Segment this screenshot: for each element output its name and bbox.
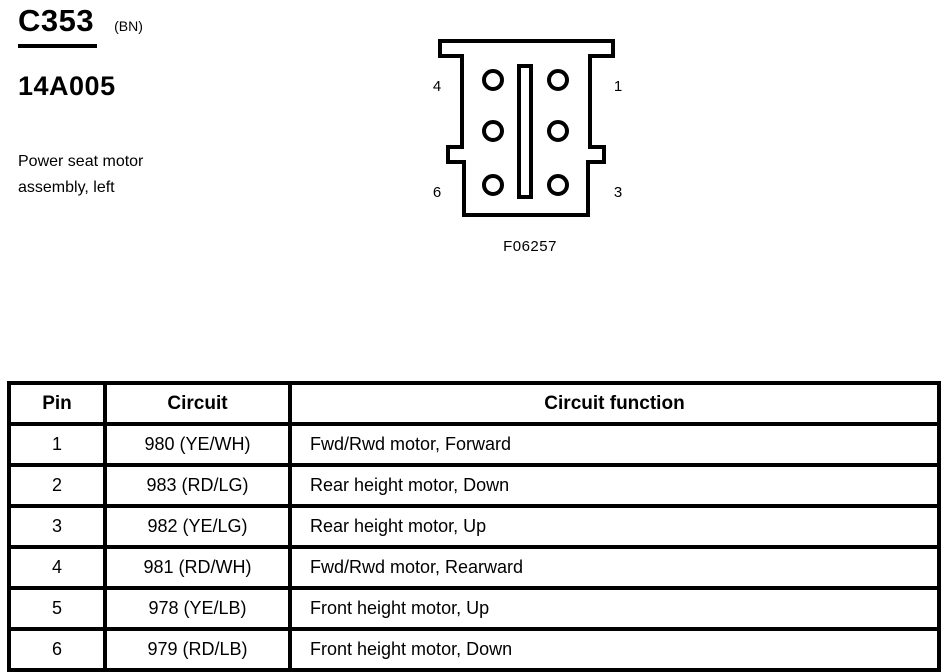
pin-hole-bottom-right	[547, 174, 569, 196]
function-cell: Rear height motor, Up	[288, 504, 941, 549]
description-line-2: assembly, left	[18, 179, 115, 196]
pin-cell: 2	[7, 463, 107, 508]
function-cell: Front height motor, Up	[288, 586, 941, 631]
function-cell: Rear height motor, Down	[288, 463, 941, 508]
pin-hole-middle-left	[482, 120, 504, 142]
pin-hole-top-left	[482, 69, 504, 91]
pin-label-3: 3	[614, 184, 622, 201]
pin-cell: 1	[7, 422, 107, 467]
pin-hole-middle-right	[547, 120, 569, 142]
column-header-pin: Pin	[7, 381, 107, 426]
connector-key-slot	[517, 64, 533, 199]
pin-label-6: 6	[433, 184, 441, 201]
circuit-cell: 982 (YE/LG)	[103, 504, 292, 549]
pin-hole-top-right	[547, 69, 569, 91]
title-row: C353 (BN)	[18, 3, 143, 49]
connector-diagram: 4 1 6 3	[433, 39, 622, 217]
description-line-1: Power seat motor	[18, 153, 144, 170]
connector-description: Power seat motor assembly, left	[18, 149, 143, 201]
circuit-cell: 981 (RD/WH)	[103, 545, 292, 590]
circuit-cell: 978 (YE/LB)	[103, 586, 292, 631]
connector-suffix: (BN)	[114, 18, 143, 34]
pin-cell: 3	[7, 504, 107, 549]
pin-label-1: 1	[614, 78, 622, 95]
circuit-cell: 979 (RD/LB)	[103, 627, 292, 672]
pin-cell: 5	[7, 586, 107, 631]
pin-cell: 4	[7, 545, 107, 590]
column-header-function: Circuit function	[288, 381, 941, 426]
pin-hole-bottom-left	[482, 174, 504, 196]
circuit-cell: 983 (RD/LG)	[103, 463, 292, 508]
table-header-row: Pin Circuit Circuit function	[7, 381, 941, 426]
connector-id: C353	[18, 3, 98, 49]
part-number: 14A005	[18, 71, 116, 101]
pin-label-4: 4	[433, 78, 441, 95]
function-cell: Fwd/Rwd motor, Forward	[288, 422, 941, 467]
function-cell: Front height motor, Down	[288, 627, 941, 672]
pin-cell: 6	[7, 627, 107, 672]
figure-caption: F06257	[503, 238, 557, 255]
function-cell: Fwd/Rwd motor, Rearward	[288, 545, 941, 590]
column-header-circuit: Circuit	[103, 381, 292, 426]
circuit-cell: 980 (YE/WH)	[103, 422, 292, 467]
